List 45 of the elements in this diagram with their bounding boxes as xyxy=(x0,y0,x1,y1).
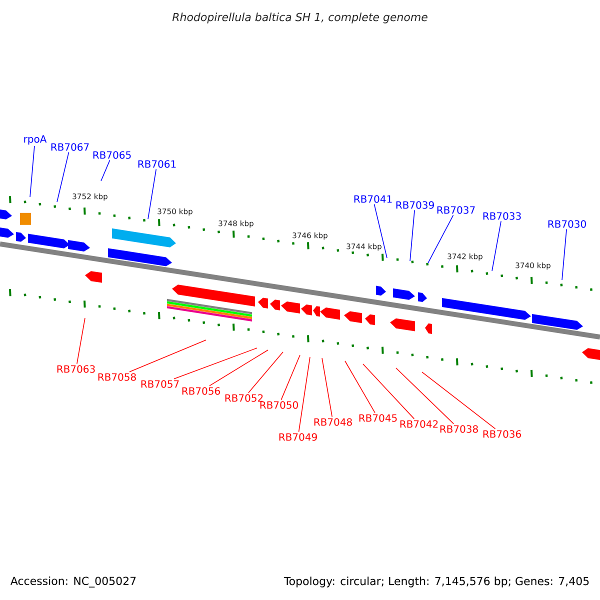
leader-line xyxy=(396,368,454,424)
leader-line xyxy=(428,214,454,264)
leader-line xyxy=(248,352,284,394)
gene-label: RB7033 xyxy=(483,212,521,220)
gene-label: RB7057 xyxy=(141,380,179,388)
footer-text: Topology: circular; Length: 7,145,576 bp; Genes: 7,405 xyxy=(284,576,589,588)
leader-line xyxy=(56,152,70,202)
leader-line xyxy=(298,356,310,432)
leader-line xyxy=(174,348,258,380)
gene-label: RB7058 xyxy=(98,373,136,381)
gene-label: RB7045 xyxy=(359,414,397,422)
gene-label: RB7038 xyxy=(440,425,478,433)
gene-label: RB7037 xyxy=(437,206,475,214)
gene-label: RB7042 xyxy=(400,420,438,428)
gene-label: RB7048 xyxy=(314,418,352,426)
gene-label: rpoA xyxy=(24,135,47,145)
leader-line xyxy=(374,204,388,258)
title: Rhodopirellula baltica SH 1, complete genome xyxy=(172,12,428,24)
gene-label: RB7049 xyxy=(279,433,317,441)
leader-line xyxy=(492,220,502,272)
gene-label: RB7056 xyxy=(182,387,220,395)
gene-label: RB7065 xyxy=(93,151,131,159)
gene-label: RB7036 xyxy=(483,430,521,438)
leader-line xyxy=(129,340,206,372)
gene-label: RB7052 xyxy=(225,394,263,402)
leader-line xyxy=(322,358,333,418)
leader-line xyxy=(344,360,376,414)
leader-line xyxy=(209,350,268,386)
leader-line xyxy=(562,228,567,280)
leader-line xyxy=(410,210,415,262)
gene-label: RB7039 xyxy=(396,201,434,209)
footer-text: Accession: NC_005027 xyxy=(10,576,136,588)
leader-line xyxy=(100,160,110,182)
gene-label: RB7041 xyxy=(354,195,392,203)
gene-label: RB7067 xyxy=(51,143,89,151)
leader-line xyxy=(280,354,300,400)
gene-label: RB7030 xyxy=(548,220,586,228)
leader-line xyxy=(30,146,35,198)
leader-line xyxy=(76,318,86,364)
leader-line xyxy=(422,372,496,430)
gene-label: RB7061 xyxy=(138,160,176,168)
leader-line xyxy=(362,364,415,420)
gene-label: RB7063 xyxy=(57,365,95,373)
leader-line xyxy=(148,168,157,220)
gene-label: RB7050 xyxy=(260,401,298,409)
